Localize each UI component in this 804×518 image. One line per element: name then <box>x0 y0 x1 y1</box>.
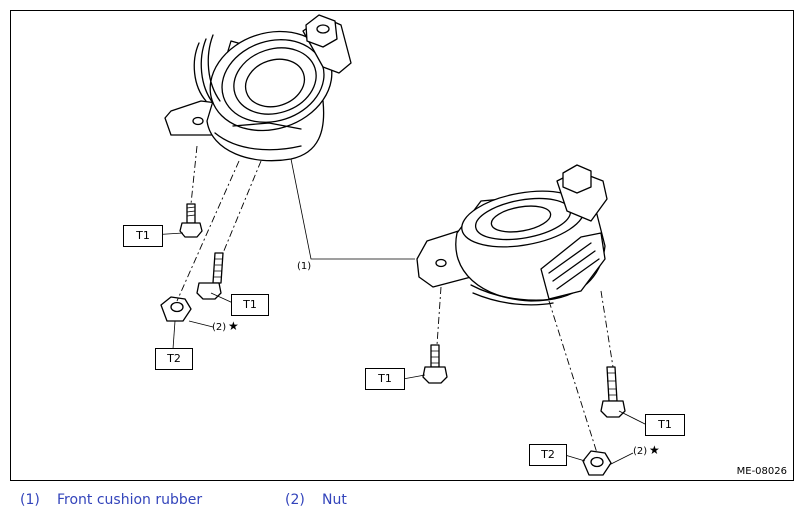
diagram-illustration <box>150 14 648 476</box>
torque-label-t1-right-right: T1 <box>645 414 685 436</box>
left-bolt-top <box>179 203 203 238</box>
callout-nut-left: (2) <box>212 322 227 333</box>
right-cushion-rubber <box>416 164 608 306</box>
star-mark-left: ★ <box>228 319 239 333</box>
torque-label-t1-right-left: T1 <box>365 368 405 390</box>
torque-label-t1-left-bottom: T1 <box>231 294 269 316</box>
torque-label-t2-left: T2 <box>155 348 193 370</box>
callout-front-cushion-rubber: (1) <box>297 261 312 272</box>
legend-number: (1) <box>20 492 40 508</box>
left-nut <box>160 296 192 322</box>
legend-number: (2) <box>285 492 305 508</box>
legend-text: Nut <box>322 492 347 508</box>
diagram-frame: (1) T1 T1 T2 (2) ★ T1 T1 T2 (2) ★ ME-080… <box>10 10 794 481</box>
left-bolt-bottom <box>196 252 224 300</box>
right-bolt-left <box>422 344 448 384</box>
legend-text: Front cushion rubber <box>57 492 203 508</box>
star-mark-right: ★ <box>649 443 660 457</box>
callout-nut-right: (2) <box>633 446 648 457</box>
right-nut <box>582 450 612 476</box>
leader-lines <box>150 158 648 466</box>
figure-code: ME-08026 <box>736 466 787 477</box>
torque-label-t2-right: T2 <box>529 444 567 466</box>
left-cushion-rubber <box>164 14 352 162</box>
torque-label-t1-left-top: T1 <box>123 225 163 247</box>
right-bolt-right <box>600 366 626 418</box>
